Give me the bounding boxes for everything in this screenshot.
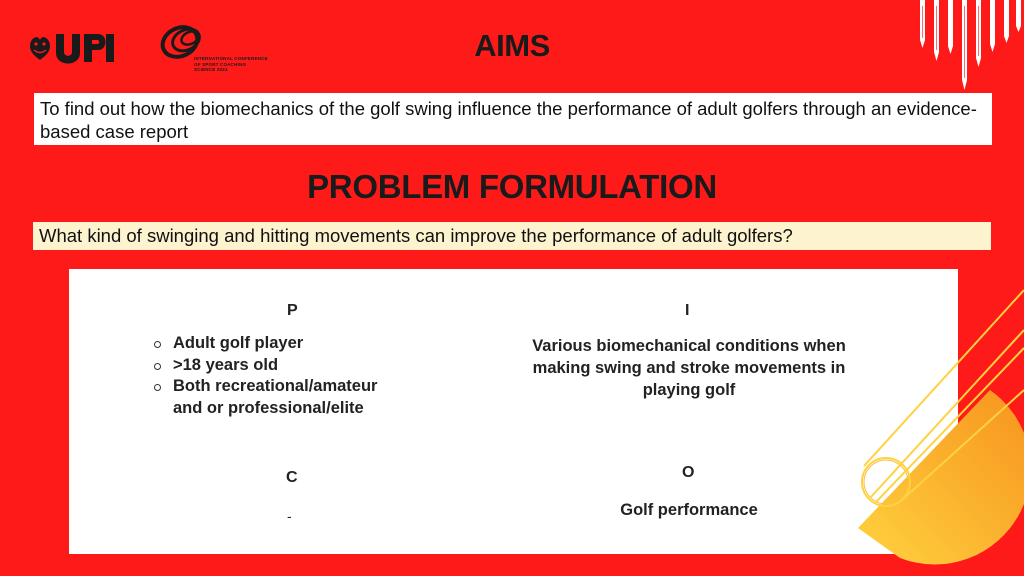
- comparison-text: -: [287, 508, 292, 524]
- aims-title: AIMS: [474, 28, 550, 63]
- conference-line: INTERNATIONAL CONFERENCE: [194, 56, 268, 61]
- decorative-swirl-icon: [858, 289, 1024, 565]
- population-list: Adult golf player >18 years old Both rec…: [153, 333, 403, 419]
- pico-o-label: O: [682, 464, 695, 481]
- outcome-text: Golf performance: [620, 501, 758, 519]
- conference-rings-logo-icon: [160, 25, 201, 59]
- pico-panel: P Adult golf player >18 years old Both r…: [69, 269, 958, 554]
- pico-i-label: I: [685, 302, 690, 319]
- pico-c-label: C: [286, 469, 298, 486]
- conference-line: SCIENCE 2024: [194, 67, 228, 72]
- research-question: What kind of swinging and hitting moveme…: [39, 225, 793, 246]
- list-item: Adult golf player: [153, 333, 403, 355]
- pico-p-label: P: [287, 302, 298, 319]
- list-item: >18 years old: [153, 355, 403, 377]
- upi-logo-icon: [30, 34, 114, 64]
- conference-line: OF SPORT COACHING: [194, 61, 247, 67]
- research-question-box: What kind of swinging and hitting moveme…: [33, 222, 991, 250]
- aims-text-box: To find out how the biomechanics of the …: [34, 93, 992, 145]
- aims-text: To find out how the biomechanics of the …: [40, 98, 977, 142]
- conference-logo: INTERNATIONAL CONFERENCE OF SPORT COACHI…: [156, 20, 286, 80]
- list-item: Both recreational/amateur and or profess…: [153, 376, 403, 419]
- problem-formulation-title: PROBLEM FORMULATION: [307, 168, 717, 205]
- decorative-stripes-icon: [920, 0, 1021, 90]
- intervention-text: Various biomechanical conditions when ma…: [532, 337, 846, 399]
- conference-name: INTERNATIONAL CONFERENCE OF SPORT COACHI…: [194, 56, 284, 73]
